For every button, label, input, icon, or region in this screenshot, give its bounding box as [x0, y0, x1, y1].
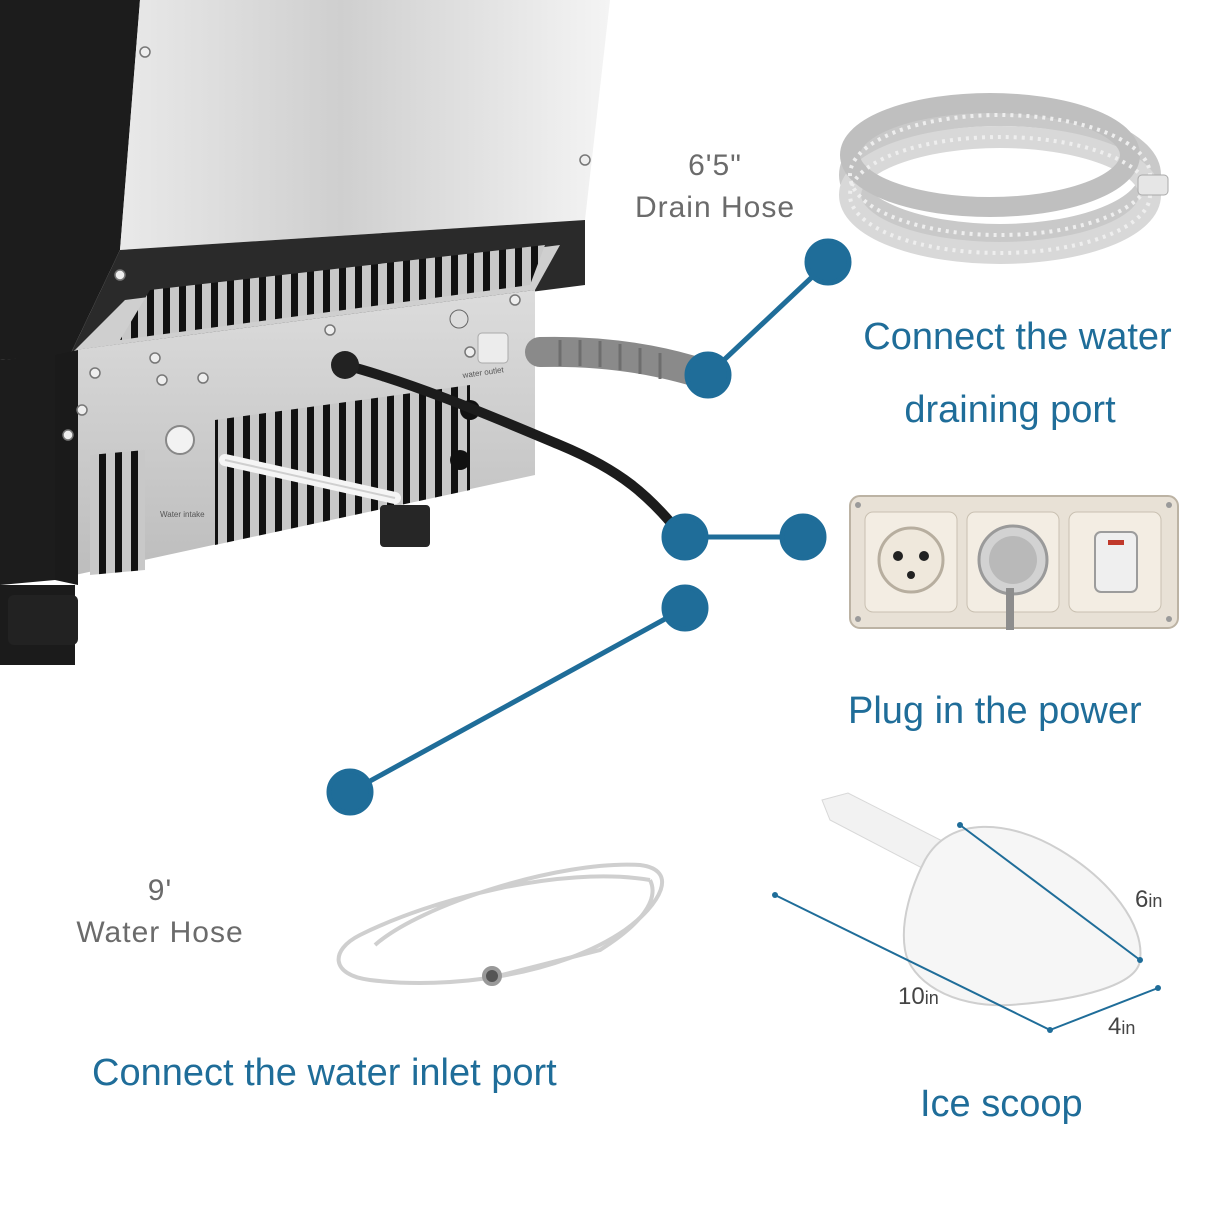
drain-hose-coil	[839, 93, 1169, 264]
scoop-dim-length-unit: in	[924, 988, 939, 1008]
water-hose-length: 9'	[147, 874, 173, 907]
scoop-dim-width: 6in	[1135, 886, 1162, 914]
water-hose-name: Water Hose	[76, 916, 244, 949]
water-hose-label: 9' Water Hose	[55, 870, 265, 954]
intake-label: Water intake	[160, 510, 205, 519]
ice-scoop-caption: Ice scoop	[920, 1083, 1083, 1125]
ice-machine	[0, 0, 610, 665]
water-inlet-caption: Connect the water inlet port	[92, 1052, 557, 1094]
water-hose-coil	[336, 862, 665, 986]
drain-hose-length: 6'5"	[688, 149, 742, 182]
drain-hose-name: Drain Hose	[634, 191, 796, 224]
drain-caption-line2: draining port	[904, 389, 1116, 431]
scoop-dim-width-value: 6	[1135, 886, 1149, 913]
scoop-dim-length-value: 10	[898, 983, 925, 1010]
scoop-dim-depth: 4in	[1108, 1013, 1135, 1041]
ice-scoop-image	[772, 792, 1161, 1033]
power-socket-strip	[849, 495, 1179, 630]
machine-connections	[219, 336, 705, 545]
callout-lines	[326, 238, 852, 816]
scoop-dim-depth-unit: in	[1121, 1018, 1136, 1038]
scoop-dim-depth-value: 4	[1108, 1013, 1122, 1040]
scoop-dim-width-unit: in	[1148, 891, 1163, 911]
drain-hose-label: 6'5" Drain Hose	[620, 145, 810, 229]
scoop-dim-length: 10in	[898, 983, 939, 1011]
power-caption: Plug in the power	[848, 690, 1142, 732]
drain-caption-line1: Connect the water	[863, 316, 1172, 358]
